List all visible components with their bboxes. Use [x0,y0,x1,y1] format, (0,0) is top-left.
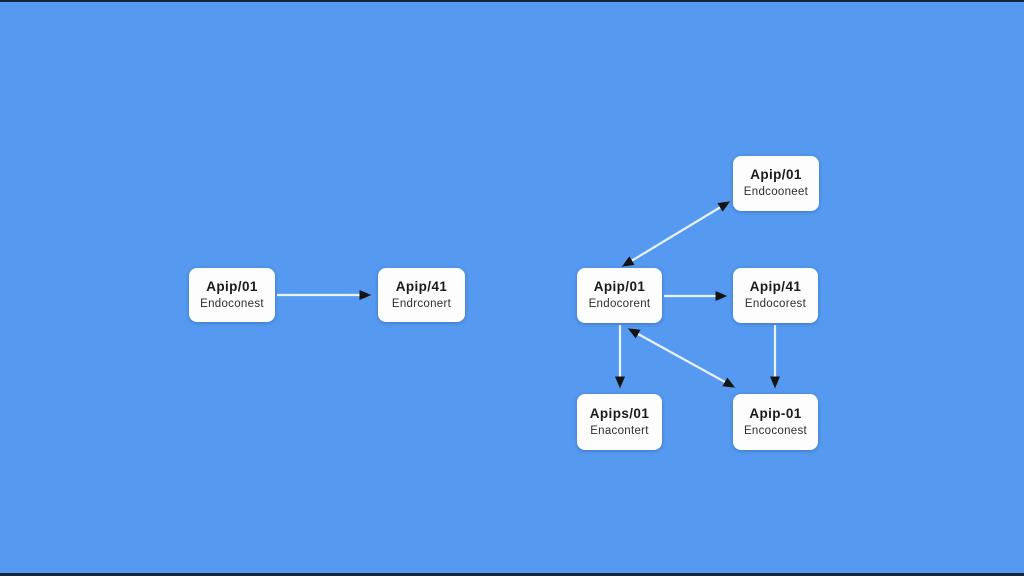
node-title: Apip-01 [749,405,802,421]
node-subtitle: Endoconest [200,297,264,310]
diagram-node-top-right: Apip/01 Endcooneet [733,156,819,211]
node-subtitle: Endcooneet [743,186,809,199]
edge-hub-to-topright-bidirectional [621,201,731,267]
diagram-node-left-a: Apip/01 Endoconest [189,268,275,322]
node-title: Apip/01 [593,279,646,295]
node-subtitle: Endocorent [588,298,651,311]
node-title: Apip/01 [750,167,802,183]
top-edge-bar [0,0,1024,2]
diagram-node-bottom-right: Apip-01 Encoconest [733,394,818,450]
diagram-node-mid-right: Apip/41 Endocorest [733,268,818,323]
diagram-node-bottom-left: Apips/01 Enacontert [577,394,662,450]
node-subtitle: Endocorest [744,298,807,311]
node-title: Apip/01 [206,278,258,294]
diagram-node-left-b: Apip/41 Endrconert [378,268,465,322]
node-subtitle: Encoconest [743,424,808,437]
node-subtitle: Enacontert [590,424,649,437]
node-title: Apips/01 [589,405,650,421]
node-title: Apip/41 [749,279,802,295]
node-subtitle: Endrconert [391,297,452,310]
node-title: Apip/41 [395,278,448,294]
diagram-node-hub: Apip/01 Endocorent [577,268,662,323]
edge-hub-to-bottomright-bidirectional [627,328,736,388]
bottom-edge-bar [0,573,1024,576]
